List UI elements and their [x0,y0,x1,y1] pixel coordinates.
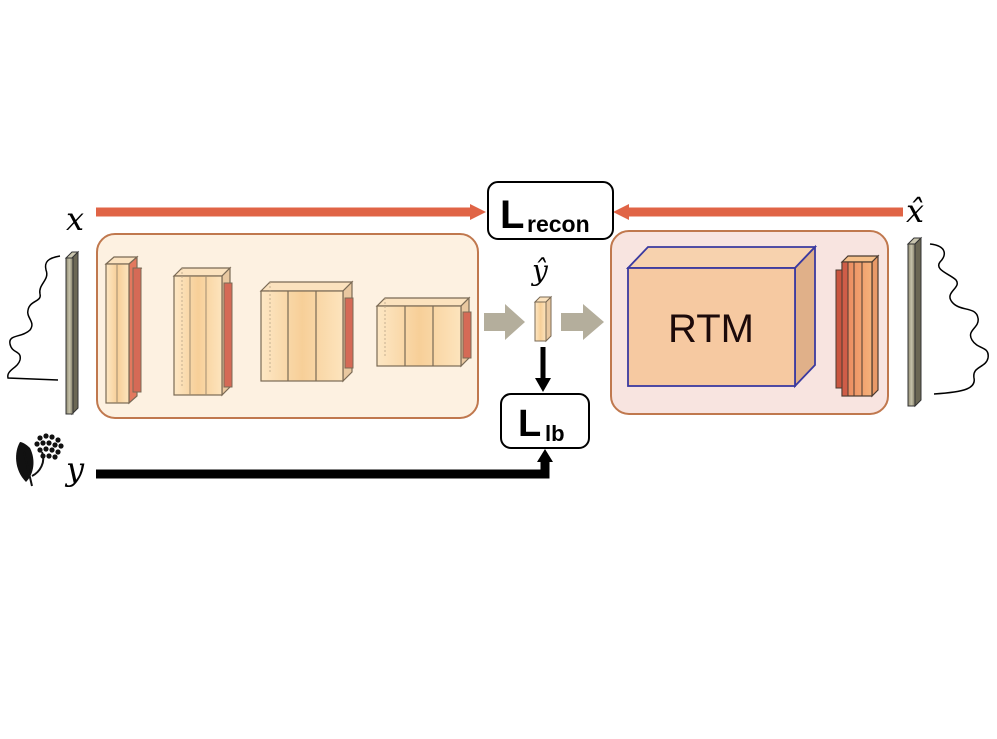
recon-arrow-right [613,204,903,220]
flow-arrow-encoder-to-latent [484,304,525,340]
loss-recon-box: L recon [487,181,614,240]
latent-bar [533,295,553,343]
output-spectrum-icon [929,243,989,395]
encoder-block-2 [172,266,233,397]
loss-recon-main: L [500,193,524,237]
loss-lb-main: L [518,403,541,445]
decoder-output-slabs [835,254,880,398]
loss-lb-sub: lb [545,421,565,446]
input-symbol: x [66,200,84,238]
input-spectrum-icon [7,255,61,381]
latent-symbol: ŷ [530,254,549,287]
encoder-block-4 [375,296,472,368]
loss-lb-box: L lb [500,393,590,449]
label-arrow [96,449,553,479]
recon-arrow-left [96,204,486,220]
plant-leaf-icon [16,433,64,487]
rtm-block: RTM [625,244,818,389]
encoder-block-1 [104,255,143,405]
flow-arrow-latent-to-decoder [561,304,604,340]
encoder-block-3 [259,280,354,383]
rtm-label: RTM [668,307,754,351]
output-symbol: x̂ [906,192,924,230]
input-bar [64,250,80,416]
loss-recon-sub: recon [527,211,590,237]
label-symbol: y [64,450,85,488]
output-bar [906,236,923,408]
latent-to-loss-arrow [535,347,551,392]
